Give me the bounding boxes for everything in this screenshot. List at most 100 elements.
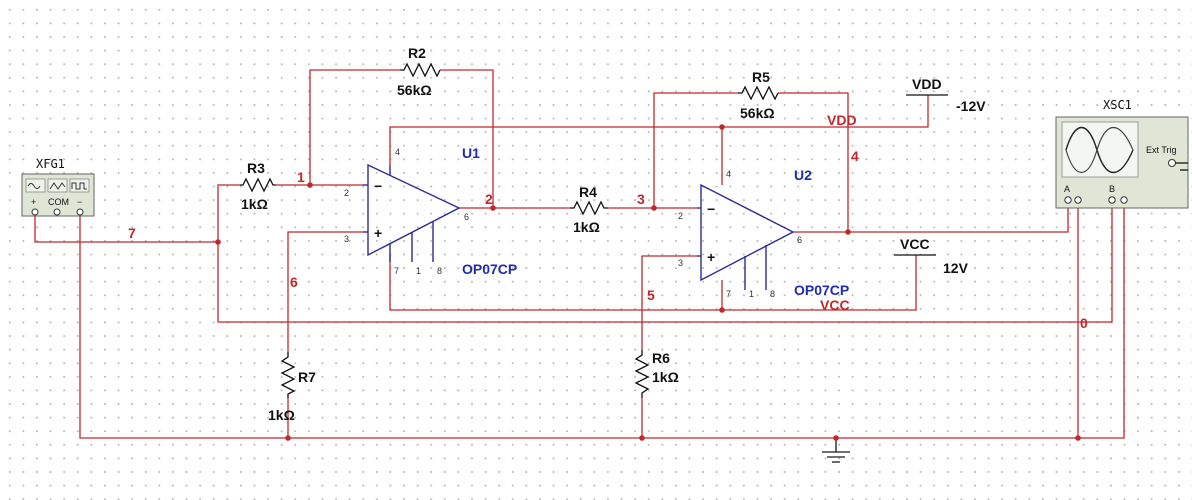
opamp-u2-pin-1: 1 <box>749 289 754 299</box>
fg-plus-terminal: + <box>31 197 36 207</box>
resistor-r2-ref: R2 <box>408 45 426 61</box>
wire-vcc-rail[interactable] <box>389 255 917 311</box>
opamp-u2-pin-4: 4 <box>726 169 731 179</box>
wire-r3-in[interactable] <box>217 184 240 322</box>
opamp-u2[interactable]: − + 2 3 6 4 7 1 8 U2 OP07CP <box>678 167 849 299</box>
opamp-u1-triangle[interactable] <box>367 163 461 257</box>
sine-wave-icon <box>25 178 46 193</box>
resistor-r3-ref: R3 <box>247 160 265 176</box>
junction-node-1 <box>307 182 313 188</box>
channel-a-plus-pin[interactable] <box>1064 196 1072 204</box>
junction-node-3 <box>651 205 657 211</box>
junction-vcc-u2 <box>719 307 725 313</box>
opamp-u2-triangle[interactable] <box>700 183 795 282</box>
opamp-u1-noninv-sign: + <box>374 225 382 241</box>
sine-trace-b-icon <box>1065 127 1134 173</box>
opamp-u2-pin-6: 6 <box>797 235 802 245</box>
net-label-0: 0 <box>1080 315 1088 331</box>
wire-net-7[interactable] <box>34 215 218 243</box>
fg-minus-terminal: − <box>77 197 82 207</box>
resistor-r3[interactable]: R3 1kΩ <box>240 160 276 212</box>
channel-b-minus-pin[interactable] <box>1120 196 1128 204</box>
circuit-wires <box>34 69 1125 452</box>
triangle-wave-icon <box>47 178 68 193</box>
supply-vcc-name: VCC <box>900 236 930 252</box>
resistor-r7-icon[interactable] <box>280 352 296 398</box>
channel-a-minus-pin[interactable] <box>1074 196 1082 204</box>
opamp-u1-pin-2: 2 <box>344 188 349 198</box>
junction-node-4 <box>845 229 851 235</box>
resistor-r4-value: 1kΩ <box>573 219 600 235</box>
opamp-u1-pin-7: 7 <box>394 266 399 276</box>
opamp-u2-pin-3: 3 <box>678 258 683 268</box>
resistor-r7-ref: R7 <box>298 369 316 385</box>
wire-net-0[interactable] <box>218 200 1113 323</box>
resistor-r3-icon[interactable] <box>240 177 276 193</box>
resistor-r2-value: 56kΩ <box>397 82 432 98</box>
opamp-u2-ref: U2 <box>794 167 812 183</box>
resistor-r5-icon[interactable] <box>738 85 779 101</box>
opamp-u2-pin-2: 2 <box>678 211 683 221</box>
resistor-r2-icon[interactable] <box>400 62 441 78</box>
wire-vdd-rail[interactable] <box>389 95 929 165</box>
resistor-r5[interactable]: R5 56kΩ <box>738 69 779 121</box>
ground-icon[interactable] <box>822 451 850 463</box>
channel-b-plus-pin[interactable] <box>1108 196 1116 204</box>
fg-minus-pin[interactable] <box>76 208 84 216</box>
wire-u2-out[interactable] <box>793 200 1069 233</box>
junction-dots <box>215 124 1081 441</box>
resistor-r6[interactable]: R6 1kΩ <box>634 350 679 398</box>
net-label-3: 3 <box>637 191 645 207</box>
supply-vdd[interactable]: VDD -12V <box>906 76 986 114</box>
resistor-r6-value: 1kΩ <box>652 369 679 385</box>
function-generator-xfg1[interactable]: XFG1 + COM − <box>21 157 95 217</box>
opamp-u1-part: OP07CP <box>462 261 517 277</box>
channel-b-label: B <box>1109 184 1115 194</box>
net-label-6: 6 <box>290 274 298 290</box>
junction-gnd-symbol <box>833 435 839 441</box>
resistor-r4-icon[interactable] <box>570 200 608 216</box>
opamp-u1-inv-sign: − <box>374 178 382 194</box>
junction-gnd-r6 <box>639 435 645 441</box>
net-label-1: 1 <box>297 169 305 185</box>
ext-trigger-label: Ext Trig <box>1146 145 1177 155</box>
opamp-u1[interactable]: − + 2 3 6 4 7 1 8 U1 OP07CP <box>344 145 517 277</box>
opamp-u1-ref: U1 <box>462 145 480 161</box>
junction-gnd-scope <box>1075 435 1081 441</box>
resistor-r4[interactable]: R4 1kΩ <box>570 184 608 235</box>
net-label-5: 5 <box>647 287 655 303</box>
resistor-r3-value: 1kΩ <box>241 196 268 212</box>
resistor-r2[interactable]: R2 56kΩ <box>397 45 441 98</box>
junction-gnd-r7 <box>285 435 291 441</box>
opamp-u2-part: OP07CP <box>794 282 849 298</box>
supply-vcc-voltage: 12V <box>943 260 969 276</box>
fg-com-pin[interactable] <box>53 208 61 216</box>
resistor-r6-icon[interactable] <box>634 350 650 398</box>
channel-a-label: A <box>1064 184 1070 194</box>
opamp-u2-noninv-sign: + <box>707 249 715 265</box>
wire-ground-bus[interactable] <box>79 200 1125 439</box>
function-generator-label: XFG1 <box>36 157 65 171</box>
opamp-u1-pin-4: 4 <box>395 147 400 157</box>
net-labels: VDD VCC 0 1 2 3 4 5 6 7 <box>128 112 1088 331</box>
wire-net-5[interactable] <box>641 255 697 350</box>
resistor-r7-value: 1kΩ <box>268 407 295 423</box>
resistor-r7[interactable]: R7 1kΩ <box>268 352 316 423</box>
ext-trigger-pin[interactable] <box>1168 159 1176 167</box>
fg-plus-pin[interactable] <box>31 208 39 216</box>
supply-vcc[interactable]: VCC 12V <box>894 236 969 276</box>
net-label-7: 7 <box>128 225 136 241</box>
opamp-u1-pin-8: 8 <box>437 266 442 276</box>
opamp-u2-inv-sign: − <box>707 201 715 217</box>
junction-node-2 <box>490 205 496 211</box>
junction-node-7 <box>215 239 221 245</box>
oscilloscope-xsc1[interactable]: XSC1 Ext Trig A B <box>1055 98 1189 209</box>
opamp-u1-pin-6: 6 <box>464 212 469 222</box>
wire-r2-feedback[interactable] <box>309 69 400 185</box>
wire-r5-feedback[interactable] <box>653 92 738 208</box>
wire-r5-out[interactable] <box>778 92 849 232</box>
wire-net-6[interactable] <box>287 231 363 352</box>
opamp-u1-pin-3: 3 <box>344 234 349 244</box>
oscilloscope-screen <box>1061 121 1139 178</box>
wire-r2-out[interactable] <box>440 69 494 208</box>
